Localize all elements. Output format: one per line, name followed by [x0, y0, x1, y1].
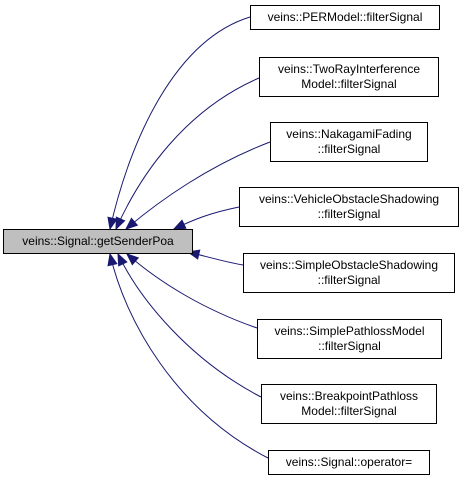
node-label-line-2: ::filterSignal: [317, 142, 381, 156]
caller-node-signal-operator-assign[interactable]: veins::Signal::operator=: [268, 450, 430, 475]
edge-5: [126, 253, 258, 329]
node-label-line-1: veins::TwoRayInterference: [277, 62, 421, 76]
edge-2: [125, 141, 271, 230]
caller-node-two-ray-interference[interactable]: veins::TwoRayInterference Model::filterS…: [259, 57, 439, 97]
node-label-line-2: Model::filterSignal: [301, 404, 397, 418]
edge-7: [109, 253, 269, 459]
caller-node-nakagami-fading[interactable]: veins::NakagamiFading ::filterSignal: [270, 122, 428, 162]
node-label-line-1: veins::SimplePathlossModel: [274, 324, 425, 338]
node-label-line-1: veins::SimpleObstacleShadowing: [259, 258, 439, 272]
node-label-line-2: ::filterSignal: [317, 273, 381, 287]
arrowhead-7: [107, 252, 118, 267]
arrowhead-3: [172, 219, 187, 230]
arrowhead-5: [126, 253, 140, 266]
arrowhead-1: [115, 216, 126, 231]
node-label-line-1: veins::BreakpointPathloss: [279, 389, 419, 403]
node-label: veins::PERModel::filterSignal: [267, 10, 423, 24]
node-label-line-1: veins::NakagamiFading: [286, 127, 412, 141]
caller-node-vehicle-obstacle-shadowing[interactable]: veins::VehicleObstacleShadowing ::filter…: [239, 187, 459, 227]
edge-0: [109, 16, 251, 230]
arrowhead-0: [107, 216, 118, 231]
root-node-get-sender-poa[interactable]: veins::Signal::getSenderPoa: [3, 229, 193, 254]
node-label-line-2: ::filterSignal: [317, 207, 381, 221]
node-label-line-2: ::filterSignal: [318, 339, 381, 353]
arrowhead-6: [117, 252, 128, 267]
caller-node-simple-pathloss-model[interactable]: veins::SimplePathlossModel ::filterSigna…: [257, 319, 442, 359]
edge-6: [117, 253, 262, 398]
node-label: veins::Signal::operator=: [285, 455, 413, 469]
arrowhead-2: [124, 217, 139, 230]
node-label: veins::Signal::getSenderPoa: [22, 234, 174, 248]
caller-node-breakpoint-pathloss-model[interactable]: veins::BreakpointPathloss Model::filterS…: [261, 384, 437, 424]
caller-node-per-model[interactable]: veins::PERModel::filterSignal: [250, 5, 440, 30]
caller-node-simple-obstacle-shadowing[interactable]: veins::SimpleObstacleShadowing ::filterS…: [243, 253, 455, 293]
edge-1: [115, 77, 260, 230]
node-label-line-1: veins::VehicleObstacleShadowing: [258, 192, 440, 206]
node-label-line-2: Model::filterSignal: [301, 77, 397, 91]
